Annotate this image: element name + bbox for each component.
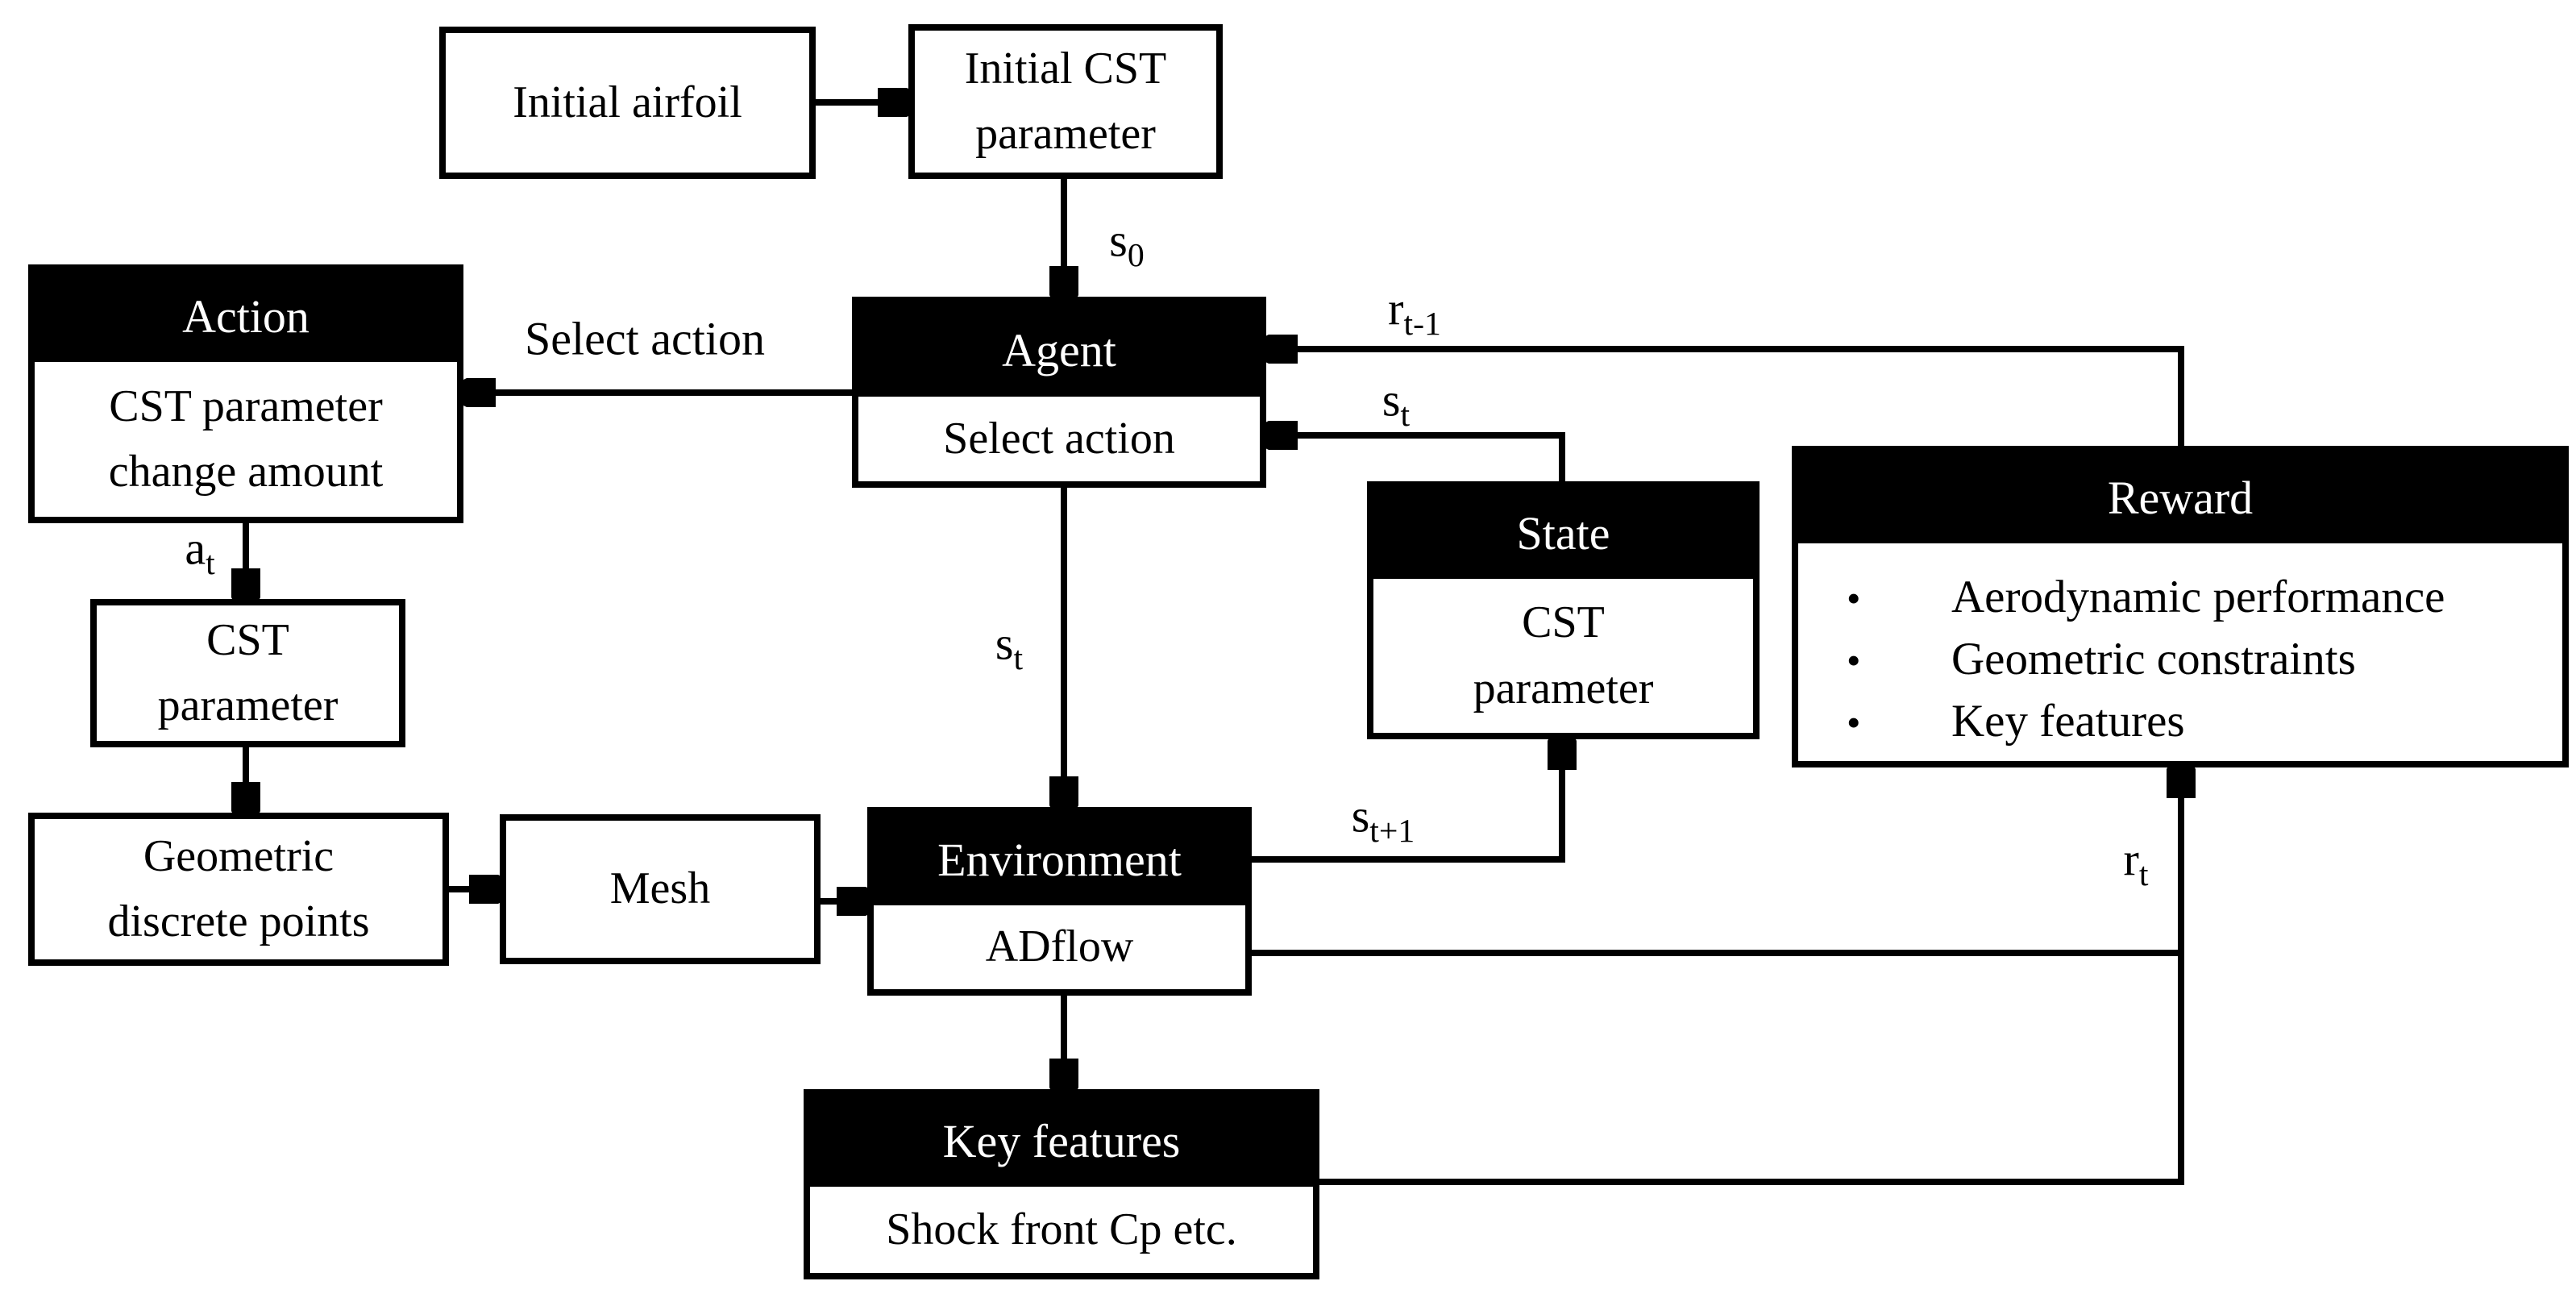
cst-parameter-label: CST parameter xyxy=(157,614,339,730)
reward-item-label: Key features xyxy=(1951,696,2185,747)
agent-box: Agent Select action xyxy=(852,297,1266,488)
reward-item-label: Aerodynamic performance xyxy=(1951,571,2445,622)
arrow-rt-keyfeatures-to-reward xyxy=(1319,767,2181,1185)
state-header: State xyxy=(1373,488,1753,579)
reward-box: Reward • Aerodynamic performance • Geome… xyxy=(1792,446,2569,767)
mesh-label: Mesh xyxy=(609,863,711,914)
arrow-st-state-to-agent xyxy=(1267,435,1565,481)
label-r-t-minus-1: rt-1 xyxy=(1388,282,1441,343)
key-features-box: Key features Shock front Cp etc. xyxy=(804,1089,1319,1279)
label-s-t-agent-to-env: st xyxy=(995,617,1024,678)
initial-airfoil-label: Initial airfoil xyxy=(513,77,742,127)
label-s-t-plus-1: st+1 xyxy=(1351,789,1415,851)
bullet-icon: • xyxy=(1847,700,1861,746)
initial-airfoil-box: Initial airfoil xyxy=(439,27,816,179)
agent-body: Select action xyxy=(858,397,1260,481)
arrow-st1-environment-to-state xyxy=(1252,739,1562,863)
action-header: Action xyxy=(35,271,457,362)
key-features-body: Shock front Cp etc. xyxy=(810,1187,1313,1273)
geometric-discrete-points-label: Geometric discrete points xyxy=(107,830,370,946)
label-select-action: Select action xyxy=(525,312,765,365)
reward-item-label: Geometric constraints xyxy=(1951,633,2356,684)
mesh-box: Mesh xyxy=(500,814,821,964)
key-features-header: Key features xyxy=(810,1096,1313,1187)
environment-header: Environment xyxy=(874,813,1245,905)
state-box: State CST parameter xyxy=(1367,481,1760,739)
state-body: CST parameter xyxy=(1373,579,1753,733)
action-body: CST parameter change amount xyxy=(35,362,457,517)
environment-body: ADflow xyxy=(874,905,1245,989)
environment-box: Environment ADflow xyxy=(867,807,1252,996)
label-s-t-state-to-agent: st xyxy=(1381,373,1411,435)
bullet-icon: • xyxy=(1847,575,1861,621)
arrow-rt1-reward-to-agent xyxy=(1267,349,2184,446)
reward-header: Reward xyxy=(1798,452,2562,543)
initial-cst-parameter-label: Initial CST parameter xyxy=(964,43,1167,159)
agent-header: Agent xyxy=(858,303,1260,397)
reward-list: • Aerodynamic performance • Geometric co… xyxy=(1798,543,2562,761)
geometric-discrete-points-box: Geometric discrete points xyxy=(28,813,449,966)
reward-item-aerodynamic: • Aerodynamic performance xyxy=(1847,568,2554,627)
bullet-icon: • xyxy=(1847,637,1861,683)
cst-parameter-box: CST parameter xyxy=(90,599,405,747)
initial-cst-parameter-box: Initial CST parameter xyxy=(908,24,1223,179)
action-box: Action CST parameter change amount xyxy=(28,264,463,523)
label-r-t: rt xyxy=(2123,833,2149,894)
label-a-t: at xyxy=(185,522,215,583)
label-s0: s0 xyxy=(1109,214,1145,275)
reward-item-key-features: • Key features xyxy=(1847,692,2554,751)
reward-item-geometric: • Geometric constraints xyxy=(1847,630,2554,689)
